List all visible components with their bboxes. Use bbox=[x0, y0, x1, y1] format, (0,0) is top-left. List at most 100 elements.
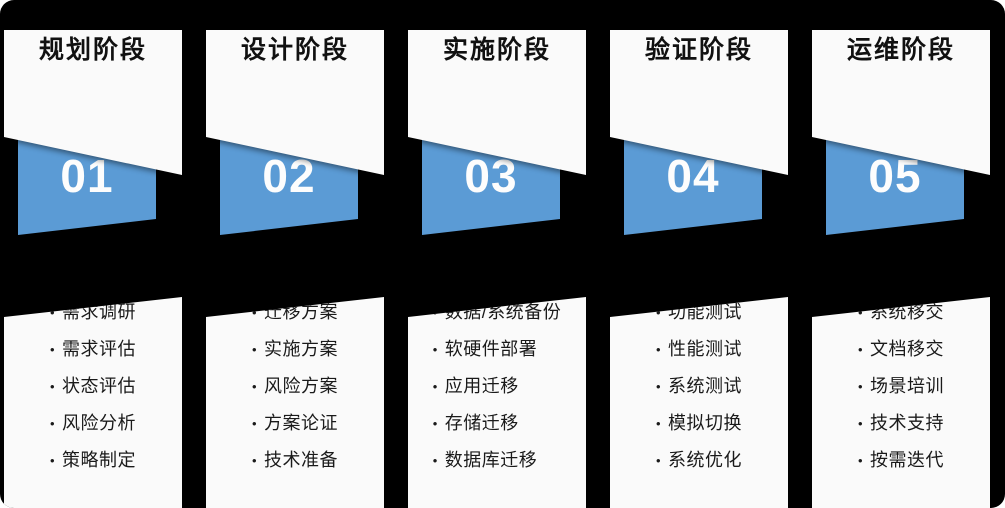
list-item: •系统移交 bbox=[858, 297, 945, 331]
list-item: • 按需迭代 bbox=[858, 442, 944, 479]
phase-number: 05 bbox=[868, 150, 922, 202]
phase-body: • 数据/系统备份 • 软硬件部署 • 应用迁移 • 存储迁移 • 数据库迁移 bbox=[408, 297, 586, 508]
list-item: • 需求评估 bbox=[50, 331, 136, 368]
phase-column-1: 01 规划阶段 • 需求调研 • 需求评估 • 状态评估 • 风险分析 • 策略制定 bbox=[4, 3, 182, 508]
phase-number: 02 bbox=[262, 150, 316, 202]
bullet-dot: • bbox=[49, 416, 56, 431]
bullet-dot: • bbox=[857, 416, 864, 431]
list-item: • 存储迁移 bbox=[433, 405, 562, 442]
list-item: • 系统测试 bbox=[656, 368, 742, 405]
bullet-dot: • bbox=[655, 342, 662, 357]
list-item-label: 风险分析 bbox=[62, 413, 137, 433]
list-item-label: 数据库迁移 bbox=[444, 450, 538, 470]
bullet-dot: • bbox=[857, 342, 864, 357]
phase-column-5: 05 运维阶段 •系统移交 • 文档移交 • 场景培训 • 技术支持 • 按需迭代 bbox=[812, 3, 990, 508]
bullet-dot: • bbox=[655, 416, 662, 431]
bullet-dot: • bbox=[655, 379, 662, 394]
bullet-dot: • bbox=[432, 453, 438, 468]
list-item-label: 风险方案 bbox=[264, 376, 339, 396]
phase-body: •迁移方案 • 实施方案 • 风险方案 • 方案论证 • 技术准备 bbox=[206, 297, 384, 508]
list-item-label: 技术准备 bbox=[264, 450, 339, 470]
list-item: • 需求调研 bbox=[49, 297, 137, 331]
bullet-dot: • bbox=[432, 342, 438, 357]
list-item-label: 系统移交 bbox=[870, 302, 945, 322]
phase-title: 验证阶段 bbox=[644, 36, 753, 64]
list-item-label: 存储迁移 bbox=[444, 413, 519, 433]
bullet-dot: • bbox=[251, 416, 258, 431]
phase-body: •系统移交 • 文档移交 • 场景培训 • 技术支持 • 按需迭代 bbox=[812, 297, 990, 508]
list-item: • 状态评估 bbox=[50, 368, 136, 405]
phase-column-4: 04 验证阶段 • 功能测试 • 性能测试 • 系统测试 • 模拟切换 • 系统优化 bbox=[610, 3, 788, 508]
bullet-dot: • bbox=[49, 453, 56, 468]
list-item: • 系统优化 bbox=[656, 442, 742, 479]
phase-title: 设计阶段 bbox=[240, 36, 349, 64]
list-item: • 应用迁移 bbox=[433, 368, 562, 405]
bullet-dot: • bbox=[432, 379, 438, 394]
list-item-label: 性能测试 bbox=[668, 339, 743, 359]
list-item: • 数据/系统备份 bbox=[432, 297, 562, 331]
phase-title: 规划阶段 bbox=[38, 36, 147, 64]
phase-number: 03 bbox=[464, 150, 518, 202]
list-item-label: 功能测试 bbox=[668, 302, 743, 322]
list-item-label: 文档移交 bbox=[870, 339, 945, 359]
list-item-label: 状态评估 bbox=[62, 376, 137, 396]
list-item-label: 策略制定 bbox=[62, 450, 137, 470]
bullet-dot: • bbox=[49, 342, 56, 357]
phase-number: 04 bbox=[666, 150, 720, 202]
bullet-dot: • bbox=[49, 305, 56, 320]
list-item: • 数据库迁移 bbox=[433, 442, 562, 479]
list-item: • 文档移交 bbox=[858, 331, 944, 368]
phase-body: • 需求调研 • 需求评估 • 状态评估 • 风险分析 • 策略制定 bbox=[4, 297, 182, 508]
phase-columns: 01 规划阶段 • 需求调研 • 需求评估 • 状态评估 • 风险分析 • 策略制定 bbox=[4, 3, 990, 508]
phase-item-list: •系统移交 • 文档移交 • 场景培训 • 技术支持 • 按需迭代 bbox=[858, 297, 945, 479]
list-item: • 模拟切换 bbox=[656, 405, 742, 442]
list-item-label: 迁移方案 bbox=[264, 302, 339, 322]
list-item-label: 技术支持 bbox=[870, 413, 945, 433]
bullet-dot: • bbox=[251, 379, 258, 394]
list-item: • 策略制定 bbox=[50, 442, 136, 479]
list-item-label: 方案论证 bbox=[264, 413, 339, 433]
bullet-dot: • bbox=[49, 379, 56, 394]
list-item-label: 需求调研 bbox=[62, 302, 137, 322]
list-item-label: 实施方案 bbox=[264, 339, 339, 359]
list-item-label: 应用迁移 bbox=[444, 376, 519, 396]
bullet-dot: • bbox=[655, 305, 662, 320]
list-item: • 功能测试 bbox=[655, 297, 743, 331]
list-item: • 技术准备 bbox=[252, 442, 338, 479]
list-item: • 风险分析 bbox=[50, 405, 136, 442]
bullet-dot: • bbox=[251, 453, 258, 468]
phase-number: 01 bbox=[60, 150, 114, 202]
list-item: • 场景培训 bbox=[858, 368, 944, 405]
list-item: • 技术支持 bbox=[858, 405, 944, 442]
phase-column-2: 02 设计阶段 •迁移方案 • 实施方案 • 风险方案 • 方案论证 • 技术准备 bbox=[206, 3, 384, 508]
phase-item-list: •迁移方案 • 实施方案 • 风险方案 • 方案论证 • 技术准备 bbox=[252, 297, 339, 479]
list-item: • 性能测试 bbox=[656, 331, 742, 368]
bullet-dot: • bbox=[432, 305, 438, 320]
list-item-label: 数据/系统备份 bbox=[444, 302, 562, 322]
phase-body: • 功能测试 • 性能测试 • 系统测试 • 模拟切换 • 系统优化 bbox=[610, 297, 788, 508]
list-item-label: 系统优化 bbox=[668, 450, 743, 470]
bullet-dot: • bbox=[857, 379, 864, 394]
bullet-dot: • bbox=[432, 416, 438, 431]
list-item-label: 场景培训 bbox=[870, 376, 945, 396]
phase-item-list: • 需求调研 • 需求评估 • 状态评估 • 风险分析 • 策略制定 bbox=[49, 297, 137, 479]
phase-title: 实施阶段 bbox=[442, 36, 551, 64]
bullet-dot: • bbox=[655, 453, 662, 468]
phase-item-list: • 功能测试 • 性能测试 • 系统测试 • 模拟切换 • 系统优化 bbox=[655, 297, 743, 479]
list-item: • 风险方案 bbox=[252, 368, 338, 405]
list-item: • 方案论证 bbox=[252, 405, 338, 442]
list-item: • 软硬件部署 bbox=[433, 331, 562, 368]
list-item-label: 按需迭代 bbox=[870, 450, 945, 470]
phase-column-3: 03 实施阶段 • 数据/系统备份 • 软硬件部署 • 应用迁移 • 存储迁移 • 数据库… bbox=[408, 3, 586, 508]
phase-title: 运维阶段 bbox=[846, 36, 955, 64]
list-item-label: 需求评估 bbox=[62, 339, 137, 359]
list-item: • 实施方案 bbox=[252, 331, 338, 368]
list-item-label: 模拟切换 bbox=[668, 413, 743, 433]
bullet-dot: • bbox=[857, 453, 864, 468]
list-item-label: 软硬件部署 bbox=[444, 339, 538, 359]
list-item-label: 系统测试 bbox=[668, 376, 743, 396]
list-item: •迁移方案 bbox=[252, 297, 339, 331]
phase-item-list: • 数据/系统备份 • 软硬件部署 • 应用迁移 • 存储迁移 • 数据库迁移 bbox=[432, 297, 562, 479]
bullet-dot: • bbox=[251, 342, 258, 357]
